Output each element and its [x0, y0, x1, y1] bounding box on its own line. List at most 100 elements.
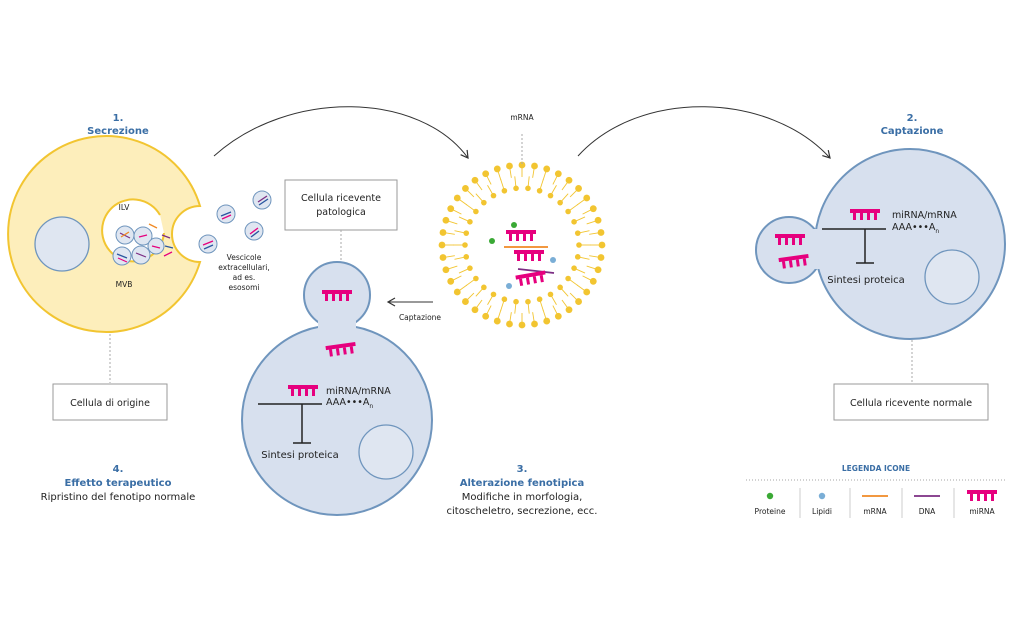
- step-1-title: 1. Secrezione: [87, 113, 149, 137]
- step-2-label: Captazione: [881, 126, 944, 137]
- icon-legend: LEGENDA ICONE Proteine Lipidi mRNA DNA m…: [746, 464, 1006, 518]
- step-3-number: 3.: [517, 464, 528, 475]
- vesicles-line-2: extracellulari,: [218, 263, 269, 272]
- lipid-head: [462, 242, 468, 248]
- lipid-head: [531, 320, 538, 328]
- lipid-head: [463, 254, 470, 260]
- lipid-head: [506, 320, 513, 328]
- synthesis-label: Sintesi proteica: [827, 275, 905, 286]
- legend-label: DNA: [919, 507, 936, 516]
- lipid-head: [525, 185, 531, 192]
- step-3: 3. Alterazione fenotipica Modifiche in m…: [447, 464, 598, 517]
- lipid-head: [471, 306, 479, 314]
- lipid-head: [597, 254, 605, 261]
- normal-cell-label: Cellula ricevente normale: [850, 398, 972, 409]
- magenta-comb-icon: [967, 490, 997, 501]
- lipid-head: [576, 242, 582, 248]
- uptake-arrow: [577, 106, 831, 159]
- step-4: 4. Effetto terapeutico Ripristino del fe…: [41, 464, 196, 503]
- step-1-label: Secrezione: [87, 126, 149, 137]
- normal-cell-body: [814, 148, 1006, 340]
- lipid-icon: [506, 283, 512, 289]
- step-4-description: Ripristino del fenotipo normale: [41, 492, 196, 503]
- normal-recipient-cell: miRNA/mRNA AAA•••An Sintesi proteica: [755, 148, 1006, 340]
- lipid-head: [462, 298, 469, 305]
- lipid-head: [438, 241, 446, 249]
- vesicles-line-1: Vescicole: [227, 253, 262, 262]
- lipid-head: [554, 312, 562, 320]
- lipid-head: [557, 199, 563, 206]
- legend-item-dna: DNA: [914, 495, 940, 516]
- origin-cell-label: Cellula di origine: [70, 398, 150, 409]
- blue-dot-icon: [818, 492, 826, 500]
- lipid-head: [453, 194, 461, 202]
- lipid-head: [575, 298, 582, 305]
- lipid-head: [598, 241, 606, 249]
- pathologic-cell-box: Cellula ricevente patologica: [284, 179, 398, 231]
- pathologic-nucleus: [358, 424, 414, 480]
- lipid-head: [482, 312, 490, 320]
- step-4-label: Effetto terapeutico: [65, 478, 172, 489]
- lipid-head: [565, 306, 573, 314]
- poly-a-label: AAA•••An: [326, 397, 373, 410]
- step-3-line-1: Modifiche in morfologia,: [462, 492, 583, 503]
- origin-cell: ILV MVB: [7, 135, 202, 333]
- lipid-icon: [550, 257, 556, 263]
- lipid-head: [571, 265, 577, 271]
- mrna-top-label: mRNA: [510, 113, 534, 122]
- lipid-head: [490, 291, 497, 298]
- step-4-number: 4.: [113, 464, 124, 475]
- mvb-label: MVB: [116, 280, 133, 289]
- ilv-label: ILV: [119, 203, 131, 212]
- origin-cell-box: Cellula di origine: [52, 383, 168, 421]
- legend-label: miRNA: [969, 507, 995, 516]
- lipid-head: [565, 176, 573, 184]
- lipid-head: [481, 284, 487, 291]
- pathologic-recipient-cell: miRNA/mRNA AAA•••An Sintesi proteica: [241, 261, 433, 516]
- pathologic-box-line-2: patologica: [316, 207, 366, 218]
- lipid-head: [447, 277, 455, 285]
- dna-icon: [517, 268, 555, 274]
- lipid-head: [462, 185, 469, 192]
- lipid-head: [490, 192, 497, 199]
- lipid-head: [473, 275, 479, 282]
- lipid-head: [565, 275, 571, 282]
- legend-item-lipidi: Lipidi: [812, 492, 832, 516]
- lipid-head: [493, 317, 501, 325]
- lipid-head: [583, 288, 591, 296]
- lipid-head: [513, 185, 519, 192]
- step-3-label: Alterazione fenotipica: [460, 478, 585, 489]
- lipid-head: [518, 321, 526, 329]
- lipid-head: [554, 170, 562, 178]
- lipid-head: [471, 176, 479, 184]
- lipid-head: [525, 298, 531, 305]
- lipid-head: [501, 187, 508, 194]
- legend-item-proteine: Proteine: [755, 492, 786, 516]
- normal-cell-box: Cellula ricevente normale: [833, 383, 989, 421]
- legend-label: mRNA: [863, 507, 887, 516]
- lipid-head: [571, 219, 577, 225]
- synthesis-label: Sintesi proteica: [261, 450, 339, 461]
- step-3-line-2: citoscheletro, secrezione, ecc.: [447, 506, 598, 517]
- extracellular-vesicles: Vescicole extracellulari, ad es. esosomi: [198, 190, 272, 292]
- exosome: mRNA: [438, 113, 606, 329]
- green-dot-icon: [766, 492, 774, 500]
- step-2-title: 2. Captazione: [881, 113, 944, 137]
- vesicles-line-3: ad es.: [233, 273, 256, 282]
- lipid-head: [543, 165, 551, 173]
- step-1-number: 1.: [113, 113, 124, 124]
- lipid-head: [594, 216, 602, 224]
- lipid-head: [482, 170, 490, 178]
- lipid-head: [442, 266, 450, 274]
- secretion-arrow: [213, 106, 469, 159]
- lipid-head: [439, 229, 447, 236]
- lipid-head: [536, 187, 543, 194]
- lipid-head: [439, 254, 447, 261]
- lipid-head: [442, 216, 450, 224]
- legend-item-mirna: miRNA: [967, 490, 997, 516]
- origin-nucleus: [34, 216, 90, 272]
- lipid-head: [513, 298, 519, 305]
- lipid-head: [493, 165, 501, 173]
- pathologic-box-line-1: Cellula ricevente: [301, 193, 381, 204]
